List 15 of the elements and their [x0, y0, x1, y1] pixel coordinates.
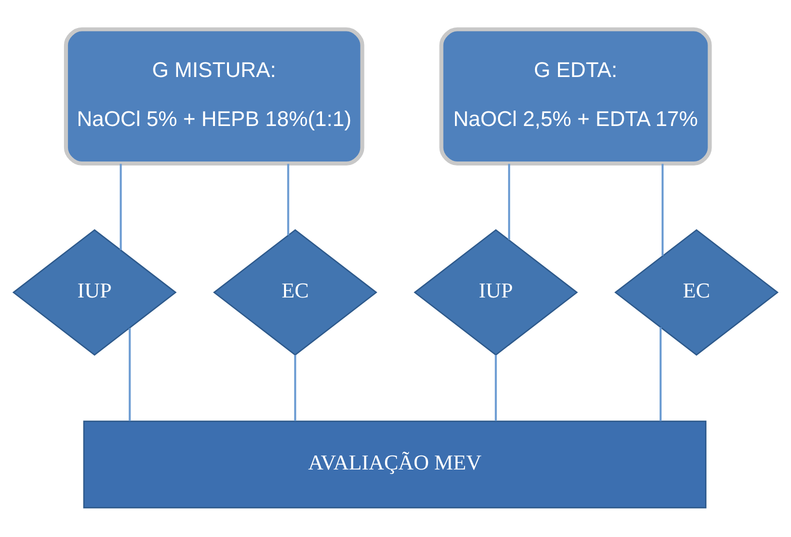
node-diamond: IUP: [414, 229, 578, 356]
connector: [660, 327, 662, 422]
node-box: AVALIAÇÃO MEV: [83, 420, 706, 508]
node-box: G EDTA: NaOCl 2,5% + EDTA 17%: [439, 27, 712, 166]
node-diamond: EC: [614, 229, 779, 356]
connector: [287, 164, 290, 236]
connector: [128, 328, 131, 421]
node-diamond: IUP: [12, 229, 177, 356]
connector: [508, 164, 510, 240]
connector: [662, 164, 664, 256]
connector: [494, 355, 497, 422]
node-diamond: EC: [213, 229, 378, 356]
node-box: G MISTURA: NaOCl 5% + HEPB 18%(1:1): [64, 27, 364, 166]
connector: [294, 355, 296, 422]
connector: [120, 164, 122, 250]
